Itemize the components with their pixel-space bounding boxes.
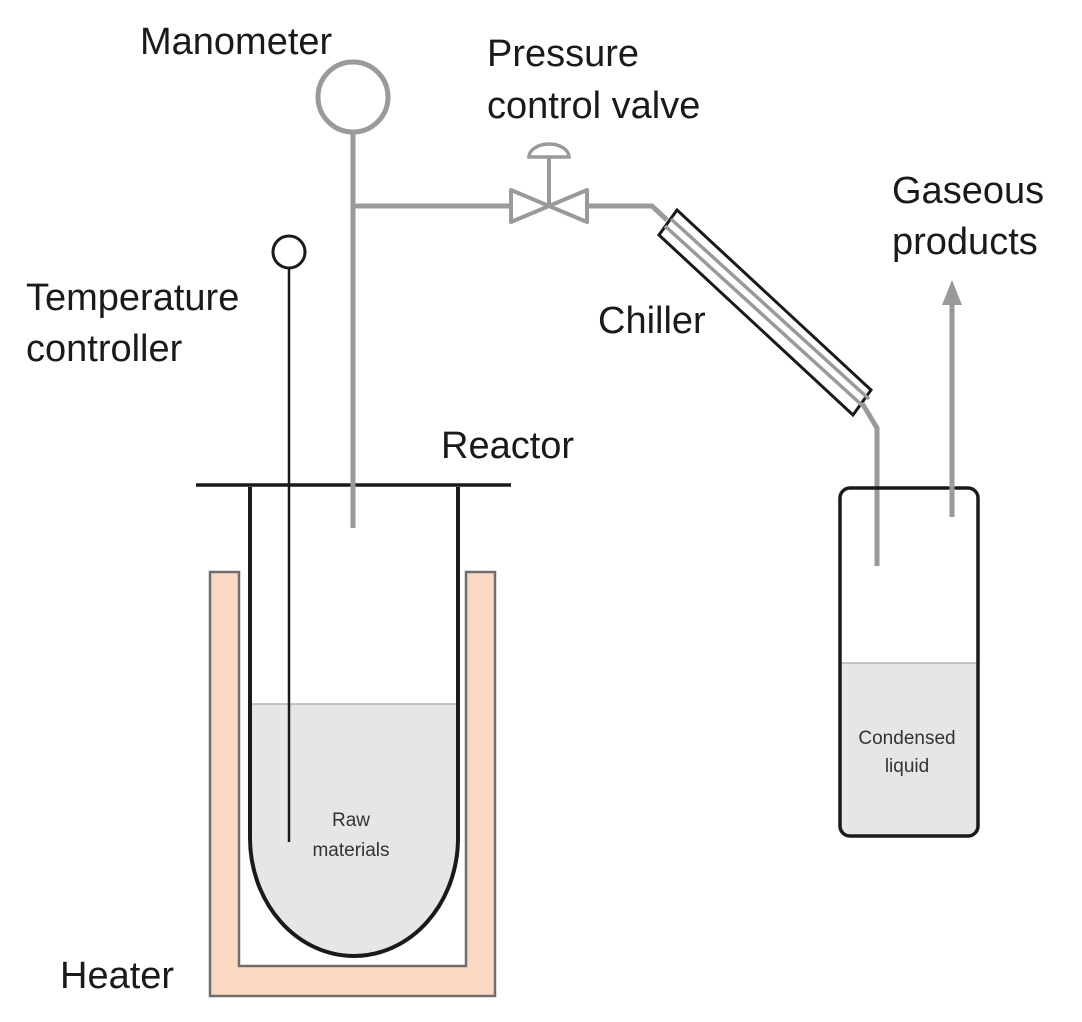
label-reactor: Reactor [441,425,574,467]
label-pressure-control-valve-line2: control valve [487,85,700,127]
label-chiller: Chiller [598,300,706,342]
label-temperature-controller-line2: controller [26,328,183,370]
label-temperature-controller-line1: Temperature [26,277,239,319]
collector-vessel [838,486,980,838]
label-raw-materials-line1: Raw [332,810,370,831]
raw-materials-liquid [250,704,458,956]
manometer-gauge-icon [315,59,391,135]
condensed-liquid [840,663,978,836]
reactor-vessel [248,487,460,958]
pipe-to-collector [859,401,880,566]
temperature-controller-icon [271,234,307,270]
label-condensed-liquid-line1: Condensed [858,728,955,749]
label-manometer: Manometer [140,21,333,63]
chiller-icon [657,207,873,418]
label-gaseous-products-line2: products [892,221,1038,263]
label-heater: Heater [60,955,174,997]
pressure-control-valve-icon [509,142,589,224]
pipe-to-chiller [587,203,669,222]
label-pressure-control-valve-line1: Pressure [487,33,639,75]
heater-jacket [208,570,497,998]
gas-outlet-arrow-icon [942,280,962,305]
label-condensed-liquid-line2: liquid [885,756,929,777]
label-raw-materials-line2: materials [312,840,389,861]
label-gaseous-products-line1: Gaseous [892,170,1044,212]
